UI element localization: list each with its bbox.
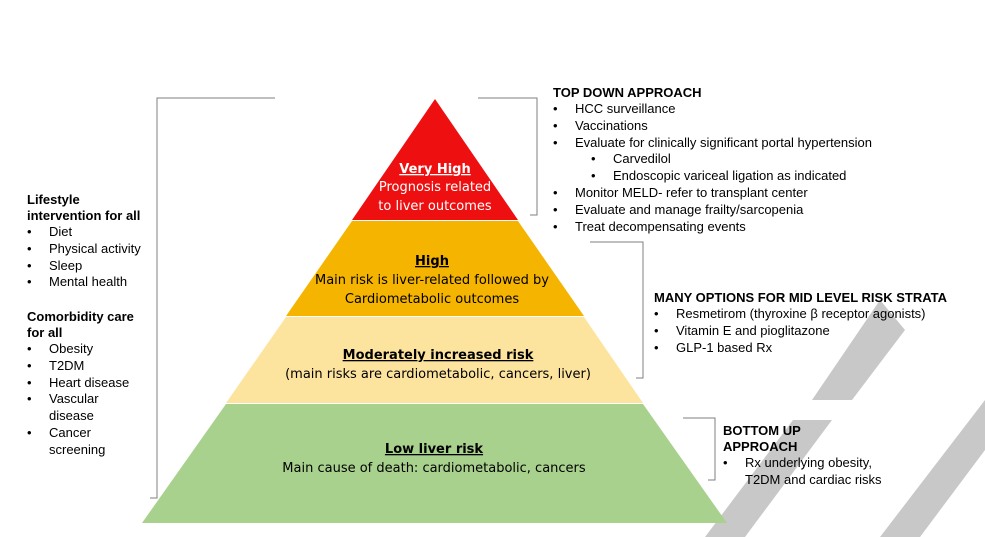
comorbidity-list: Obesity T2DM Heart disease Vascular dise… xyxy=(27,341,145,459)
lifestyle-item: Sleep xyxy=(27,258,157,275)
tier-moderate-line-1: (main risks are cardiometabolic, cancers… xyxy=(285,367,591,382)
comorbidity-title-line-2: for all xyxy=(27,325,63,340)
top-down-item: HCC surveillance xyxy=(553,101,973,118)
tier-high-line-1: Main risk is liver-related followed by xyxy=(315,273,549,288)
tier-high-title: High xyxy=(415,254,449,269)
top-down-section: TOP DOWN APPROACH HCC surveillance Vacci… xyxy=(553,85,973,235)
lifestyle-title-line-1: Lifestyle xyxy=(27,192,80,207)
tier-very-high-line-1: Prognosis related xyxy=(379,180,491,195)
lifestyle-item: Diet xyxy=(27,224,157,241)
left-bracket xyxy=(150,97,275,499)
top-down-list: HCC surveillance Vaccinations Evaluate f… xyxy=(553,101,973,235)
top-down-item: Evaluate for clinically significant port… xyxy=(553,135,973,152)
bracket-lines xyxy=(150,97,716,499)
tier-low-title: Low liver risk xyxy=(385,442,483,457)
comorbidity-title-line-1: Comorbidity care xyxy=(27,309,134,324)
top-down-item: Monitor MELD- refer to transplant center xyxy=(553,185,973,202)
top-down-subitem: Endoscopic variceal ligation as indicate… xyxy=(553,168,973,185)
top-down-title: TOP DOWN APPROACH xyxy=(553,85,702,100)
comorbidity-item: T2DM xyxy=(27,358,145,375)
comorbidity-item: Heart disease xyxy=(27,375,145,392)
bottom-up-list: Rx underlying obesity, T2DM and cardiac … xyxy=(723,455,893,489)
tier-high xyxy=(286,221,584,316)
comorbidity-item: Vascular disease xyxy=(27,391,145,425)
lifestyle-item: Mental health xyxy=(27,274,157,291)
top-down-subitem: Carvedilol xyxy=(553,151,973,168)
watermark-stroke-3 xyxy=(880,400,985,537)
tier-very-high-title: Very High xyxy=(399,162,470,177)
mid-level-bracket xyxy=(590,241,644,379)
tier-low-line-1: Main cause of death: cardiometabolic, ca… xyxy=(282,461,586,476)
comorbidity-item: Cancer screening xyxy=(27,425,145,459)
lifestyle-title-line-2: intervention for all xyxy=(27,208,141,223)
lifestyle-section: Lifestyle intervention for all Diet Phys… xyxy=(27,192,157,291)
tier-low xyxy=(142,404,727,523)
top-down-item: Evaluate and manage frailty/sarcopenia xyxy=(553,202,973,219)
mid-level-list: Resmetirom (thyroxine β receptor agonist… xyxy=(654,306,979,356)
lifestyle-list: Diet Physical activity Sleep Mental heal… xyxy=(27,224,157,291)
mid-level-section: MANY OPTIONS FOR MID LEVEL RISK STRATA R… xyxy=(654,290,979,356)
comorbidity-item: Obesity xyxy=(27,341,145,358)
bottom-up-section: BOTTOM UP APPROACH Rx underlying obesity… xyxy=(723,423,893,489)
tier-very-high xyxy=(352,99,518,220)
mid-level-item: Resmetirom (thyroxine β receptor agonist… xyxy=(654,306,979,323)
lifestyle-item: Physical activity xyxy=(27,241,157,258)
tier-moderate-title: Moderately increased risk xyxy=(343,348,534,363)
top-down-item: Vaccinations xyxy=(553,118,973,135)
mid-level-item: Vitamin E and pioglitazone xyxy=(654,323,979,340)
bottom-up-title-line-1: BOTTOM UP xyxy=(723,423,801,438)
tier-very-high-line-2: to liver outcomes xyxy=(378,199,492,214)
bottom-up-bracket xyxy=(683,417,716,481)
bottom-up-title-line-2: APPROACH xyxy=(723,439,798,454)
top-down-item: Treat decompensating events xyxy=(553,219,973,236)
mid-level-item: GLP-1 based Rx xyxy=(654,340,979,357)
tier-high-line-2: Cardiometabolic outcomes xyxy=(345,292,519,307)
top-down-bracket xyxy=(478,97,538,216)
tier-moderately-increased xyxy=(226,317,643,403)
mid-level-title: MANY OPTIONS FOR MID LEVEL RISK STRATA xyxy=(654,290,947,305)
bottom-up-item: Rx underlying obesity, T2DM and cardiac … xyxy=(723,455,893,489)
comorbidity-section: Comorbidity care for all Obesity T2DM He… xyxy=(27,309,145,459)
